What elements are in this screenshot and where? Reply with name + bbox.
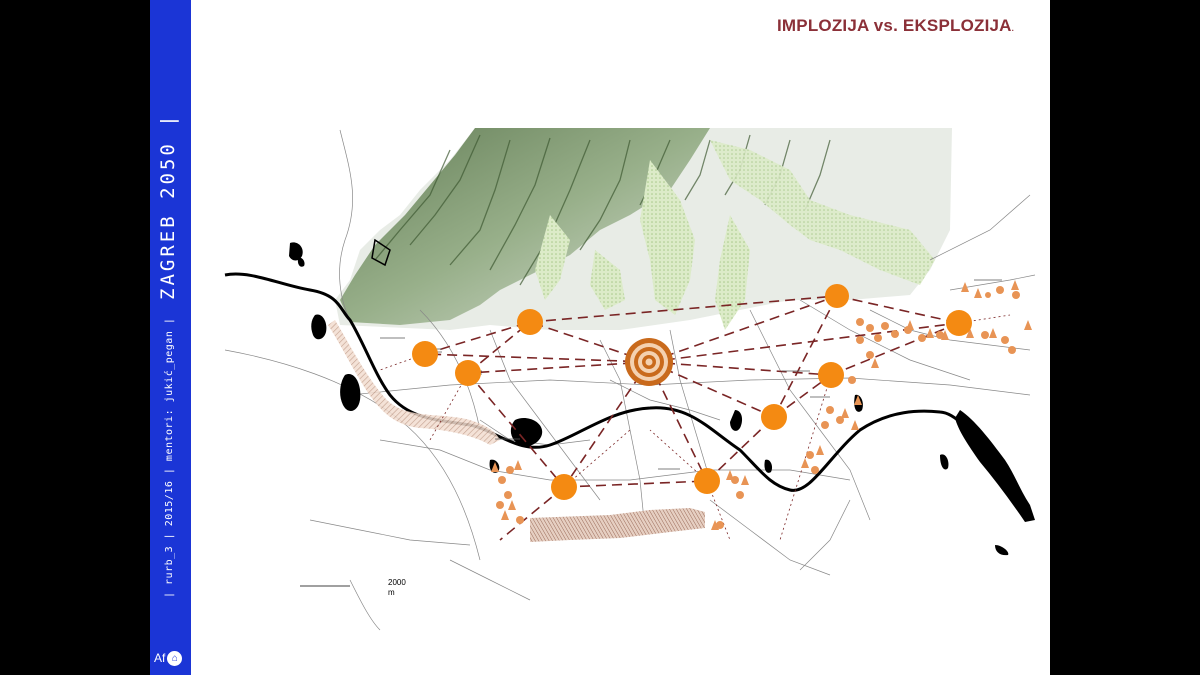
river-corridor	[328, 320, 500, 445]
node-west	[412, 341, 438, 367]
urban-map: 2000 m	[224, 128, 1036, 631]
slide-title-suffix: .	[1011, 24, 1015, 33]
node-north-west	[517, 309, 543, 335]
sidebar: ZAGREB 2050 | | rurb_3 | 2015/16 | mento…	[150, 0, 191, 675]
scale-unit: m	[388, 588, 395, 597]
slide-title-text: IMPLOZIJA vs. EKSPLOZIJA	[777, 16, 1012, 35]
slide: ZAGREB 2050 | | rurb_3 | 2015/16 | mento…	[150, 0, 1050, 675]
node-far-east	[946, 310, 972, 336]
node-north-east	[825, 284, 849, 308]
southern-development-strip	[530, 508, 705, 542]
scale-bar: 2000 m	[300, 578, 406, 597]
node-south	[694, 468, 720, 494]
node-west-2	[455, 360, 481, 386]
scale-value: 2000	[388, 578, 406, 587]
node-south-west	[551, 474, 577, 500]
city-center-target	[625, 338, 673, 386]
logo-text: Af	[154, 651, 166, 665]
building-emblem-icon: ⌂	[167, 650, 183, 666]
road-network	[224, 129, 1036, 631]
tree-clusters	[491, 280, 1032, 530]
node-east	[818, 362, 844, 388]
slide-title: IMPLOZIJA vs. EKSPLOZIJA.	[777, 16, 1014, 36]
node-south-east	[761, 404, 787, 430]
urban-nodes	[412, 284, 972, 500]
mountain-relief	[335, 128, 952, 330]
faculty-logo: Af ⌂	[154, 648, 190, 668]
